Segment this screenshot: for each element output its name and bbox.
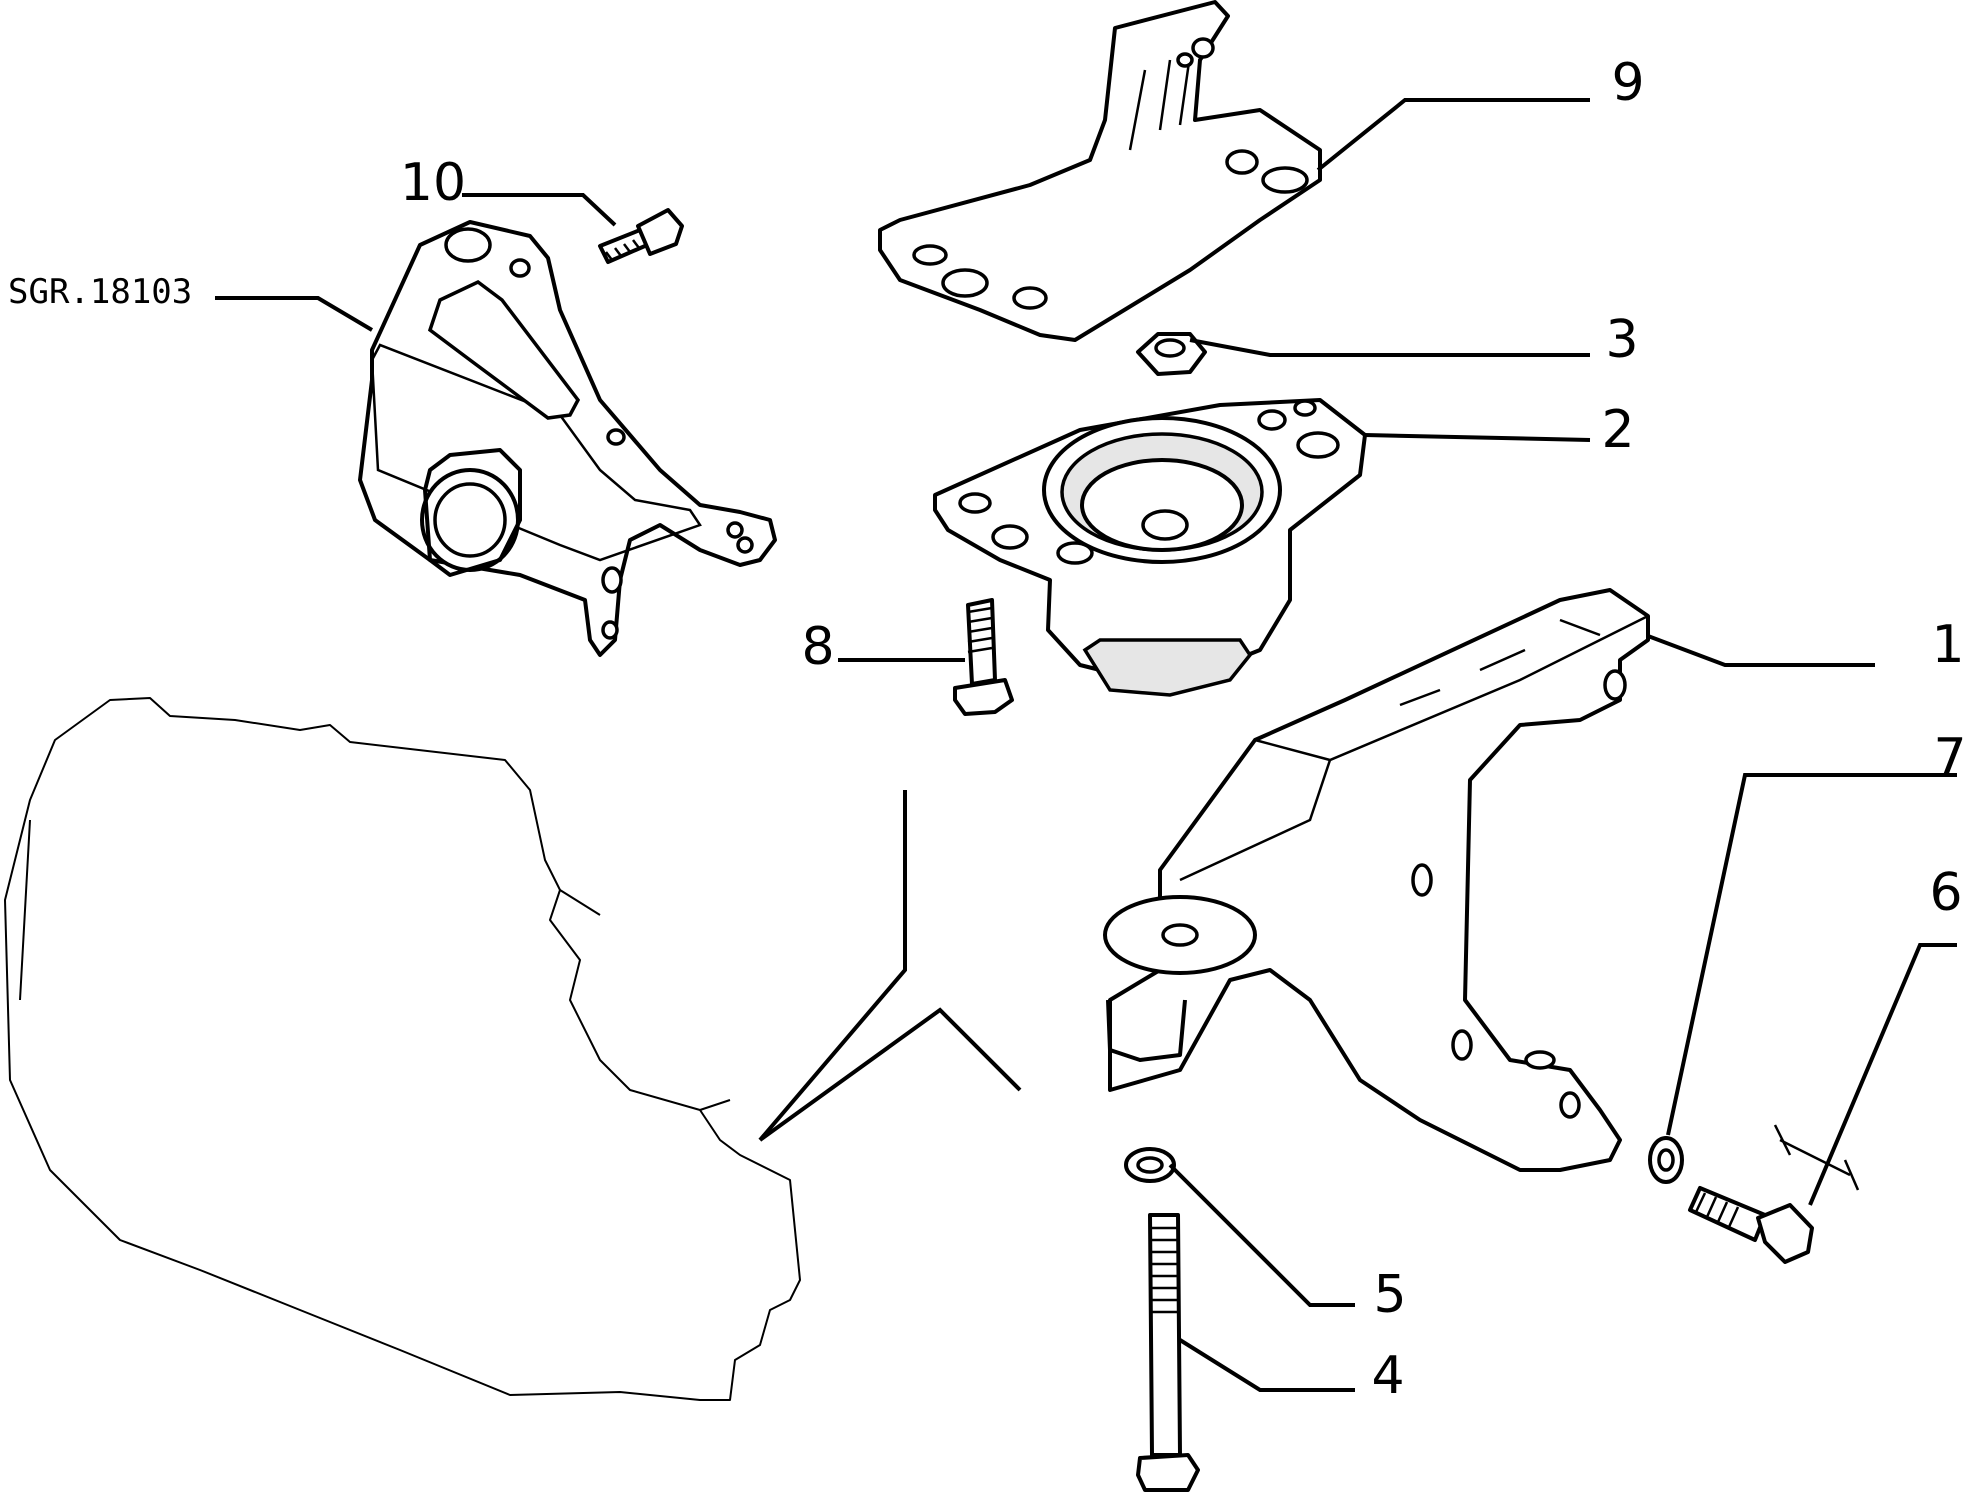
callout-10: 10 bbox=[400, 153, 466, 213]
rubber-mount-part-2 bbox=[933, 398, 1367, 697]
leader-4 bbox=[1178, 1338, 1355, 1392]
bolt-part-8 bbox=[953, 598, 1014, 716]
bolt-part-10 bbox=[598, 208, 684, 264]
leader-2 bbox=[1364, 433, 1591, 442]
leader-1 bbox=[1647, 634, 1875, 667]
leader-lines bbox=[215, 98, 1957, 1392]
callout-7: 7 bbox=[1933, 728, 1966, 788]
gearbox-outline bbox=[4, 697, 801, 1401]
leader-10 bbox=[462, 193, 617, 227]
callout-4: 4 bbox=[1371, 1346, 1404, 1406]
mounting-plate-part-9 bbox=[878, 0, 1322, 342]
washer-part-5 bbox=[1124, 1147, 1176, 1183]
leader-ref bbox=[215, 296, 374, 332]
callout-6: 6 bbox=[1929, 863, 1962, 923]
gearbox-leader-lines bbox=[758, 790, 1022, 1142]
callout-9: 9 bbox=[1611, 53, 1644, 113]
callout-2: 2 bbox=[1601, 400, 1634, 460]
spring-washer-part-7 bbox=[1648, 1136, 1684, 1184]
dimension-mark bbox=[1773, 1124, 1860, 1191]
leader-3 bbox=[1189, 338, 1590, 357]
callout-3: 3 bbox=[1605, 310, 1638, 370]
bolt-part-6 bbox=[1688, 1186, 1814, 1264]
gearbox-support-housing bbox=[358, 220, 777, 657]
support-arm-part-1 bbox=[1103, 588, 1650, 1172]
leader-7 bbox=[1666, 773, 1957, 1136]
long-bolt-part-4 bbox=[1136, 1213, 1200, 1492]
nut-part-3 bbox=[1136, 332, 1207, 376]
callout-1: 1 bbox=[1931, 615, 1964, 675]
callout-8: 8 bbox=[801, 617, 834, 677]
leader-5 bbox=[1168, 1163, 1355, 1307]
leader-9 bbox=[1316, 98, 1590, 172]
callout-5: 5 bbox=[1373, 1265, 1406, 1325]
leader-6 bbox=[1808, 943, 1957, 1206]
reference-label: SGR.18103 bbox=[8, 272, 192, 312]
